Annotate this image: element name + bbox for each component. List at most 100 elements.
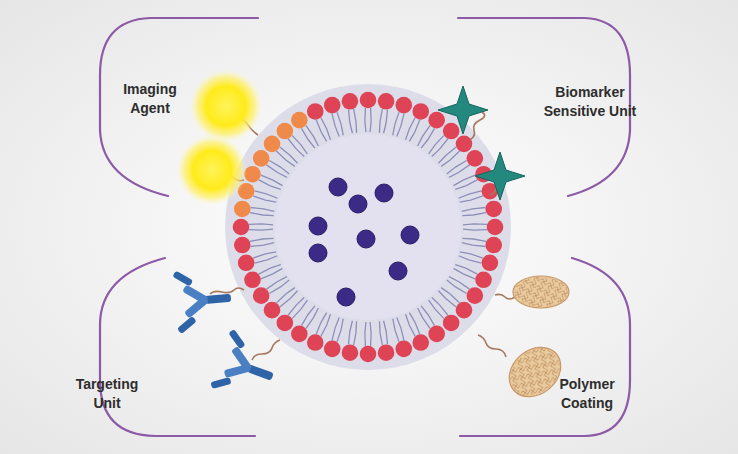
linker xyxy=(478,335,506,357)
drug-molecule xyxy=(389,262,407,280)
lipid-tail xyxy=(447,160,467,173)
lipid-tail xyxy=(365,108,366,132)
linkers xyxy=(210,111,525,360)
lipid-tail xyxy=(354,109,357,133)
lipid-tail xyxy=(384,110,388,134)
lipid-tail xyxy=(301,128,314,148)
lipid-tail xyxy=(316,120,326,142)
lipid-tail xyxy=(429,300,444,318)
lipid-tail xyxy=(259,180,281,189)
lipid-tail xyxy=(266,165,286,178)
lipid-tail xyxy=(306,308,319,328)
lipid-head xyxy=(456,302,473,319)
lipid-tail xyxy=(384,321,388,345)
lipid-tail xyxy=(301,306,314,326)
lipid-tail xyxy=(276,151,294,166)
lipid-head xyxy=(487,219,504,236)
lipid-tail xyxy=(337,112,343,135)
lipid-tail xyxy=(266,277,286,290)
lipid-tail xyxy=(288,139,304,157)
lipid-tail xyxy=(259,265,281,274)
lipid-tail xyxy=(418,125,431,145)
lipid-tail xyxy=(365,322,366,346)
lipid-head xyxy=(253,287,270,304)
drug-molecule xyxy=(337,288,355,306)
antibody xyxy=(208,328,283,407)
lipid-tail xyxy=(306,125,319,145)
lipid-tail xyxy=(462,243,486,247)
lipid-head xyxy=(485,201,502,218)
drug-molecule xyxy=(349,195,367,213)
drug-molecule xyxy=(375,184,393,202)
lipid-tail xyxy=(438,147,456,163)
lipid-head xyxy=(475,271,492,288)
lipid-tail xyxy=(429,135,444,153)
imaging-agents xyxy=(177,70,262,205)
lipid-head xyxy=(264,136,281,153)
lipid-tail xyxy=(438,291,456,307)
drug-molecule xyxy=(329,178,347,196)
lipid-tail xyxy=(253,252,276,258)
lipid-tail xyxy=(354,321,357,345)
lipid-head xyxy=(395,97,412,114)
lipid-head xyxy=(291,112,308,129)
lipid-head xyxy=(342,344,359,361)
lipid-tail xyxy=(460,196,483,202)
drug-cargo xyxy=(309,178,419,306)
lipid-head xyxy=(324,97,341,114)
lipid-tail xyxy=(321,118,330,140)
liposome-core xyxy=(275,134,461,320)
lipid-head xyxy=(443,315,460,332)
lipid-tail xyxy=(249,224,273,225)
bracket xyxy=(100,258,255,436)
targeting-units xyxy=(172,266,284,407)
lipid-tail xyxy=(370,108,371,132)
lipid-head xyxy=(277,123,294,140)
lipid-tail xyxy=(292,135,307,153)
lipid-tail xyxy=(261,175,283,185)
lipid-tail xyxy=(269,280,289,293)
lipid-head xyxy=(456,136,473,153)
lipid-head xyxy=(378,344,395,361)
lipid-tail xyxy=(462,213,486,216)
lipid-head xyxy=(277,315,294,332)
lipid-tail xyxy=(406,118,415,140)
lipid-head xyxy=(482,254,499,271)
lipid-head xyxy=(485,237,502,254)
brackets xyxy=(100,18,630,436)
lipid-head xyxy=(378,93,395,110)
lipid-tail xyxy=(292,300,307,318)
lipid-tail xyxy=(255,191,278,198)
lipid-tail xyxy=(463,229,487,230)
lipid-head xyxy=(360,92,377,109)
lipid-tail xyxy=(406,314,415,336)
antibody xyxy=(172,266,234,335)
lipid-head xyxy=(412,334,429,351)
linker xyxy=(210,288,244,294)
lipid-tail xyxy=(463,224,487,225)
polymer-blob xyxy=(513,276,569,308)
linker xyxy=(252,340,280,360)
lipid-tail xyxy=(250,213,274,216)
lipid-tail xyxy=(249,229,273,230)
lipid-tail xyxy=(454,268,476,278)
lipid-tail xyxy=(462,238,486,241)
lipid-tail xyxy=(441,151,459,166)
lipid-head xyxy=(307,334,324,351)
lipid-head xyxy=(233,219,250,236)
lipid-tail xyxy=(421,128,434,148)
lipid-tail xyxy=(449,277,469,290)
lipid-head xyxy=(234,201,251,218)
lipid-head xyxy=(360,346,377,363)
lipid-head xyxy=(234,237,251,254)
lipid-tail xyxy=(379,321,382,345)
drug-molecule xyxy=(309,217,327,235)
lipid-tail xyxy=(280,291,298,307)
biomarker-star xyxy=(475,152,525,200)
lipid-head xyxy=(342,93,359,110)
lipid-tail xyxy=(288,297,304,315)
component-label: Imaging Agent xyxy=(105,80,195,118)
component-label: Biomarker Sensitive Unit xyxy=(533,83,648,121)
